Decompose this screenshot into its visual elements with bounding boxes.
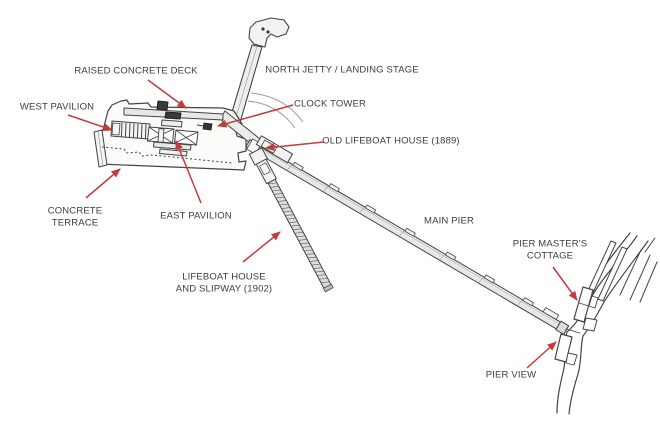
terrace-dashed-edge — [101, 146, 233, 164]
label-main-pier: MAIN PIER — [424, 215, 474, 227]
label-pier-view: PIER VIEW — [485, 369, 537, 381]
annotation-arrows — [67, 79, 578, 369]
label-clock-tower: CLOCK TOWER — [293, 98, 367, 110]
arrow-west-pavilion — [67, 114, 113, 132]
main-pier-shape — [245, 135, 570, 335]
arrow-pier-masters-cottage — [552, 266, 578, 301]
label-west-pavilion: WEST PAVILION — [19, 101, 95, 113]
label-north-jetty: NORTH JETTY / LANDING STAGE — [265, 64, 419, 76]
shore-strips — [619, 237, 658, 303]
label-east-pavilion: EAST PAVILION — [160, 210, 232, 222]
label-concrete-terrace: CONCRETE TERRACE — [47, 205, 103, 229]
clock-tower-marker — [196, 122, 213, 131]
west-pavilion-shape — [110, 120, 151, 140]
pier-berthing-bumps — [292, 161, 534, 307]
west-pavilion-hatch — [120, 122, 147, 140]
arrow-raised-concrete-deck — [147, 79, 187, 109]
arrow-pier-view — [526, 341, 557, 369]
label-raised-concrete-deck: RAISED CONCRETE DECK — [74, 65, 198, 77]
label-lifeboat-house-slipway: LIFEBOAT HOUSE AND SLIPWAY (1902) — [175, 271, 273, 295]
arrow-east-pavilion — [175, 140, 202, 204]
sea-wall-arcs — [247, 92, 304, 129]
arrow-lifeboat-slipway — [242, 231, 281, 263]
slipway-hatch — [268, 182, 330, 283]
arrow-concrete-terrace — [85, 168, 121, 199]
lifeboat-slipway-shape — [248, 147, 334, 293]
shoreline — [554, 232, 658, 415]
arrow-clock-tower — [217, 104, 294, 128]
arrow-old-lifeboat-house — [265, 141, 325, 152]
deck-kiosk-marker — [156, 100, 169, 111]
label-old-lifeboat-house: OLD LIFEBOAT HOUSE (1889) — [322, 135, 460, 147]
label-pier-masters-cottage: PIER MASTER'S COTTAGE — [512, 238, 588, 262]
